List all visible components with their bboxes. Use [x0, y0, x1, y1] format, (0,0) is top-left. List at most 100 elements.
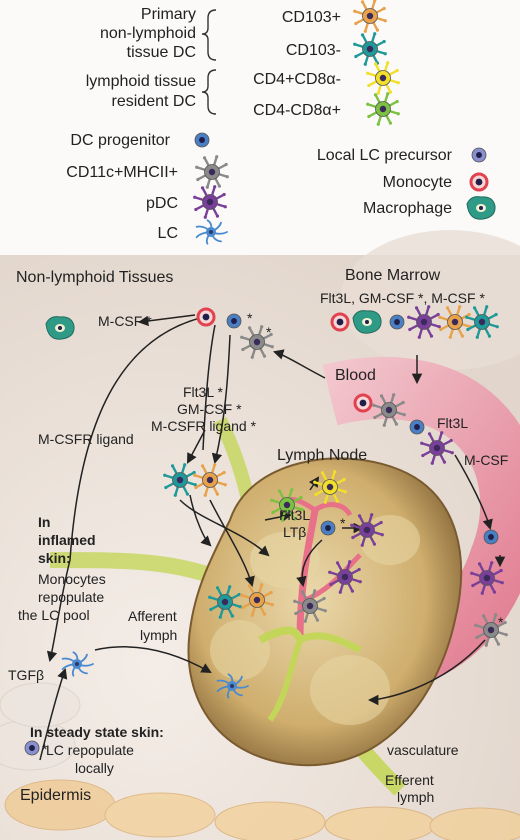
label-tgfb: TGFβ — [8, 667, 44, 683]
ln-cd11c-cell — [293, 589, 327, 623]
macrophage-icon — [466, 196, 496, 220]
bone-marrow-region — [340, 230, 520, 370]
legend-resident-line1: lymphoid tissue — [86, 73, 196, 90]
ln-cd4-neg-cell — [270, 488, 304, 522]
local-lc-precursor-icon — [471, 147, 487, 163]
label-afferent-2: lymph — [140, 627, 177, 643]
cd103-pos-cell-icon — [353, 0, 387, 33]
legend-cd4-pos: CD4+CD8α- — [253, 71, 341, 88]
cd4-pos-cell-icon — [366, 61, 400, 95]
progenitor-cell — [226, 313, 242, 329]
cd11c-cell-icon — [195, 155, 229, 189]
label-efferent-1: Efferent — [385, 772, 434, 788]
diagram-text: Non-lymphoid Tissues Bone Marrow Flt3L, … — [8, 267, 508, 805]
tissue-cd103-neg-cell — [163, 463, 197, 497]
label-epidermis: Epidermis — [20, 787, 91, 804]
diagram-cells — [24, 305, 508, 756]
bm-progenitor-cell — [389, 314, 405, 330]
label-inflamed-line1: In — [38, 514, 50, 530]
ln-cd103-pos-cell — [240, 583, 274, 617]
label-mcsfr-ligand-star: M-CSFR ligand * — [151, 418, 257, 434]
legend-panel — [0, 0, 520, 255]
skin-local-lc-precursor — [24, 740, 40, 756]
label-steady: In steady state skin: — [30, 724, 164, 740]
bm-macrophage-cell — [352, 310, 382, 334]
epidermis-cells — [0, 682, 520, 840]
blood-monocyte-cell — [353, 393, 373, 413]
star-3: * — [340, 515, 346, 531]
label-vasculature: vasculature — [387, 742, 459, 758]
label-afferent-1: Afferent — [128, 608, 177, 624]
label-efferent-2: lymph — [397, 789, 434, 805]
blood-progenitor-cell — [409, 419, 425, 435]
label-inflamed-desc3: the LC pool — [18, 607, 90, 623]
legend-primary-line1: Primary — [141, 6, 196, 23]
label-mcsf-left: M-CSF * — [98, 313, 152, 329]
label-flt3l-blood: Flt3L — [437, 415, 468, 431]
legend-text: Primary non-lymphoid tissue DC CD103+ CD… — [66, 6, 452, 242]
cd11c-cell — [240, 325, 274, 359]
bm-cd103-pos-cell — [438, 305, 472, 339]
blood-cd11c-cell-2 — [474, 613, 508, 647]
macrophage-cell — [45, 316, 75, 340]
legend-icons — [193, 0, 496, 245]
cd4-neg-cell-icon — [366, 92, 400, 126]
legend-macrophage: Macrophage — [363, 200, 452, 217]
pdc-cell-icon — [193, 185, 227, 219]
legend-primary-line2: non-lymphoid — [100, 25, 196, 42]
dc-progenitor-icon — [194, 132, 210, 148]
arrows — [39, 314, 506, 761]
bm-cd103-neg-cell — [465, 305, 499, 339]
label-gmcsf-star: GM-CSF * — [177, 401, 242, 417]
tissue-cd103-pos-cell — [193, 463, 227, 497]
monocyte-icon — [469, 172, 489, 192]
star-1: * — [247, 310, 253, 326]
bm-pdc-cell — [407, 305, 441, 339]
legend-dc-progenitor: DC progenitor — [70, 132, 170, 149]
label-bone-marrow: Bone Marrow — [345, 267, 441, 284]
ln-cd4-pos-cell — [313, 470, 347, 504]
label-non-lymphoid: Non-lymphoid Tissues — [16, 269, 173, 286]
label-steady-desc2: locally — [75, 760, 114, 776]
ln-pdc-cell — [350, 513, 384, 547]
lc-cell-icon — [195, 219, 228, 245]
label-lymph-node: Lymph Node — [277, 447, 367, 464]
legend-lc: LC — [158, 225, 178, 242]
ln-cd103-neg-cell — [208, 585, 242, 619]
legend-resident-line2: resident DC — [112, 93, 196, 110]
legend-braces — [201, 9, 217, 115]
monocyte-cell — [196, 307, 216, 327]
label-mcsfr-ligand: M-CSFR ligand — [38, 431, 134, 447]
label-flt3l-star: Flt3L * — [183, 384, 223, 400]
label-flt3l-ln: Flt3L — [279, 507, 310, 523]
legend-monocyte: Monocyte — [383, 174, 452, 191]
legend-primary-line3: tissue DC — [127, 44, 196, 61]
ln-pdc-cell-2 — [328, 560, 362, 594]
label-ltb: LTβ — [283, 524, 306, 540]
legend-cd4-neg: CD4-CD8α+ — [253, 102, 341, 119]
cd103-neg-cell-icon — [353, 32, 387, 66]
label-inflamed-line2: inflamed — [38, 532, 96, 548]
ln-progenitor-cell — [320, 520, 336, 536]
legend-cd11c: CD11c+MHCII+ — [66, 164, 178, 181]
blood-cd11c-cell — [372, 393, 406, 427]
star-2: * — [266, 324, 272, 340]
label-blood: Blood — [335, 367, 376, 384]
legend-cd103-pos: CD103+ — [282, 9, 341, 26]
blood-progenitor-cell-2 — [483, 529, 499, 545]
star-4: * — [498, 614, 504, 630]
legend-local-lc: Local LC precursor — [317, 147, 453, 164]
legend-pdc: pDC — [146, 195, 178, 212]
label-inflamed-desc1: Monocytes — [38, 571, 106, 587]
label-inflamed-desc2: repopulate — [38, 589, 104, 605]
label-mcsf-blood: M-CSF — [464, 452, 508, 468]
label-steady-desc1: LC repopulate — [46, 742, 134, 758]
bm-monocyte-cell — [330, 312, 350, 332]
ln-lc-cell — [216, 673, 249, 699]
blood-pdc-cell — [420, 431, 454, 465]
blood-pdc-cell-2 — [470, 561, 504, 595]
label-bm-factors: Flt3L, GM-CSF *, M-CSF * — [320, 290, 485, 306]
legend-cd103-neg: CD103- — [286, 42, 341, 59]
